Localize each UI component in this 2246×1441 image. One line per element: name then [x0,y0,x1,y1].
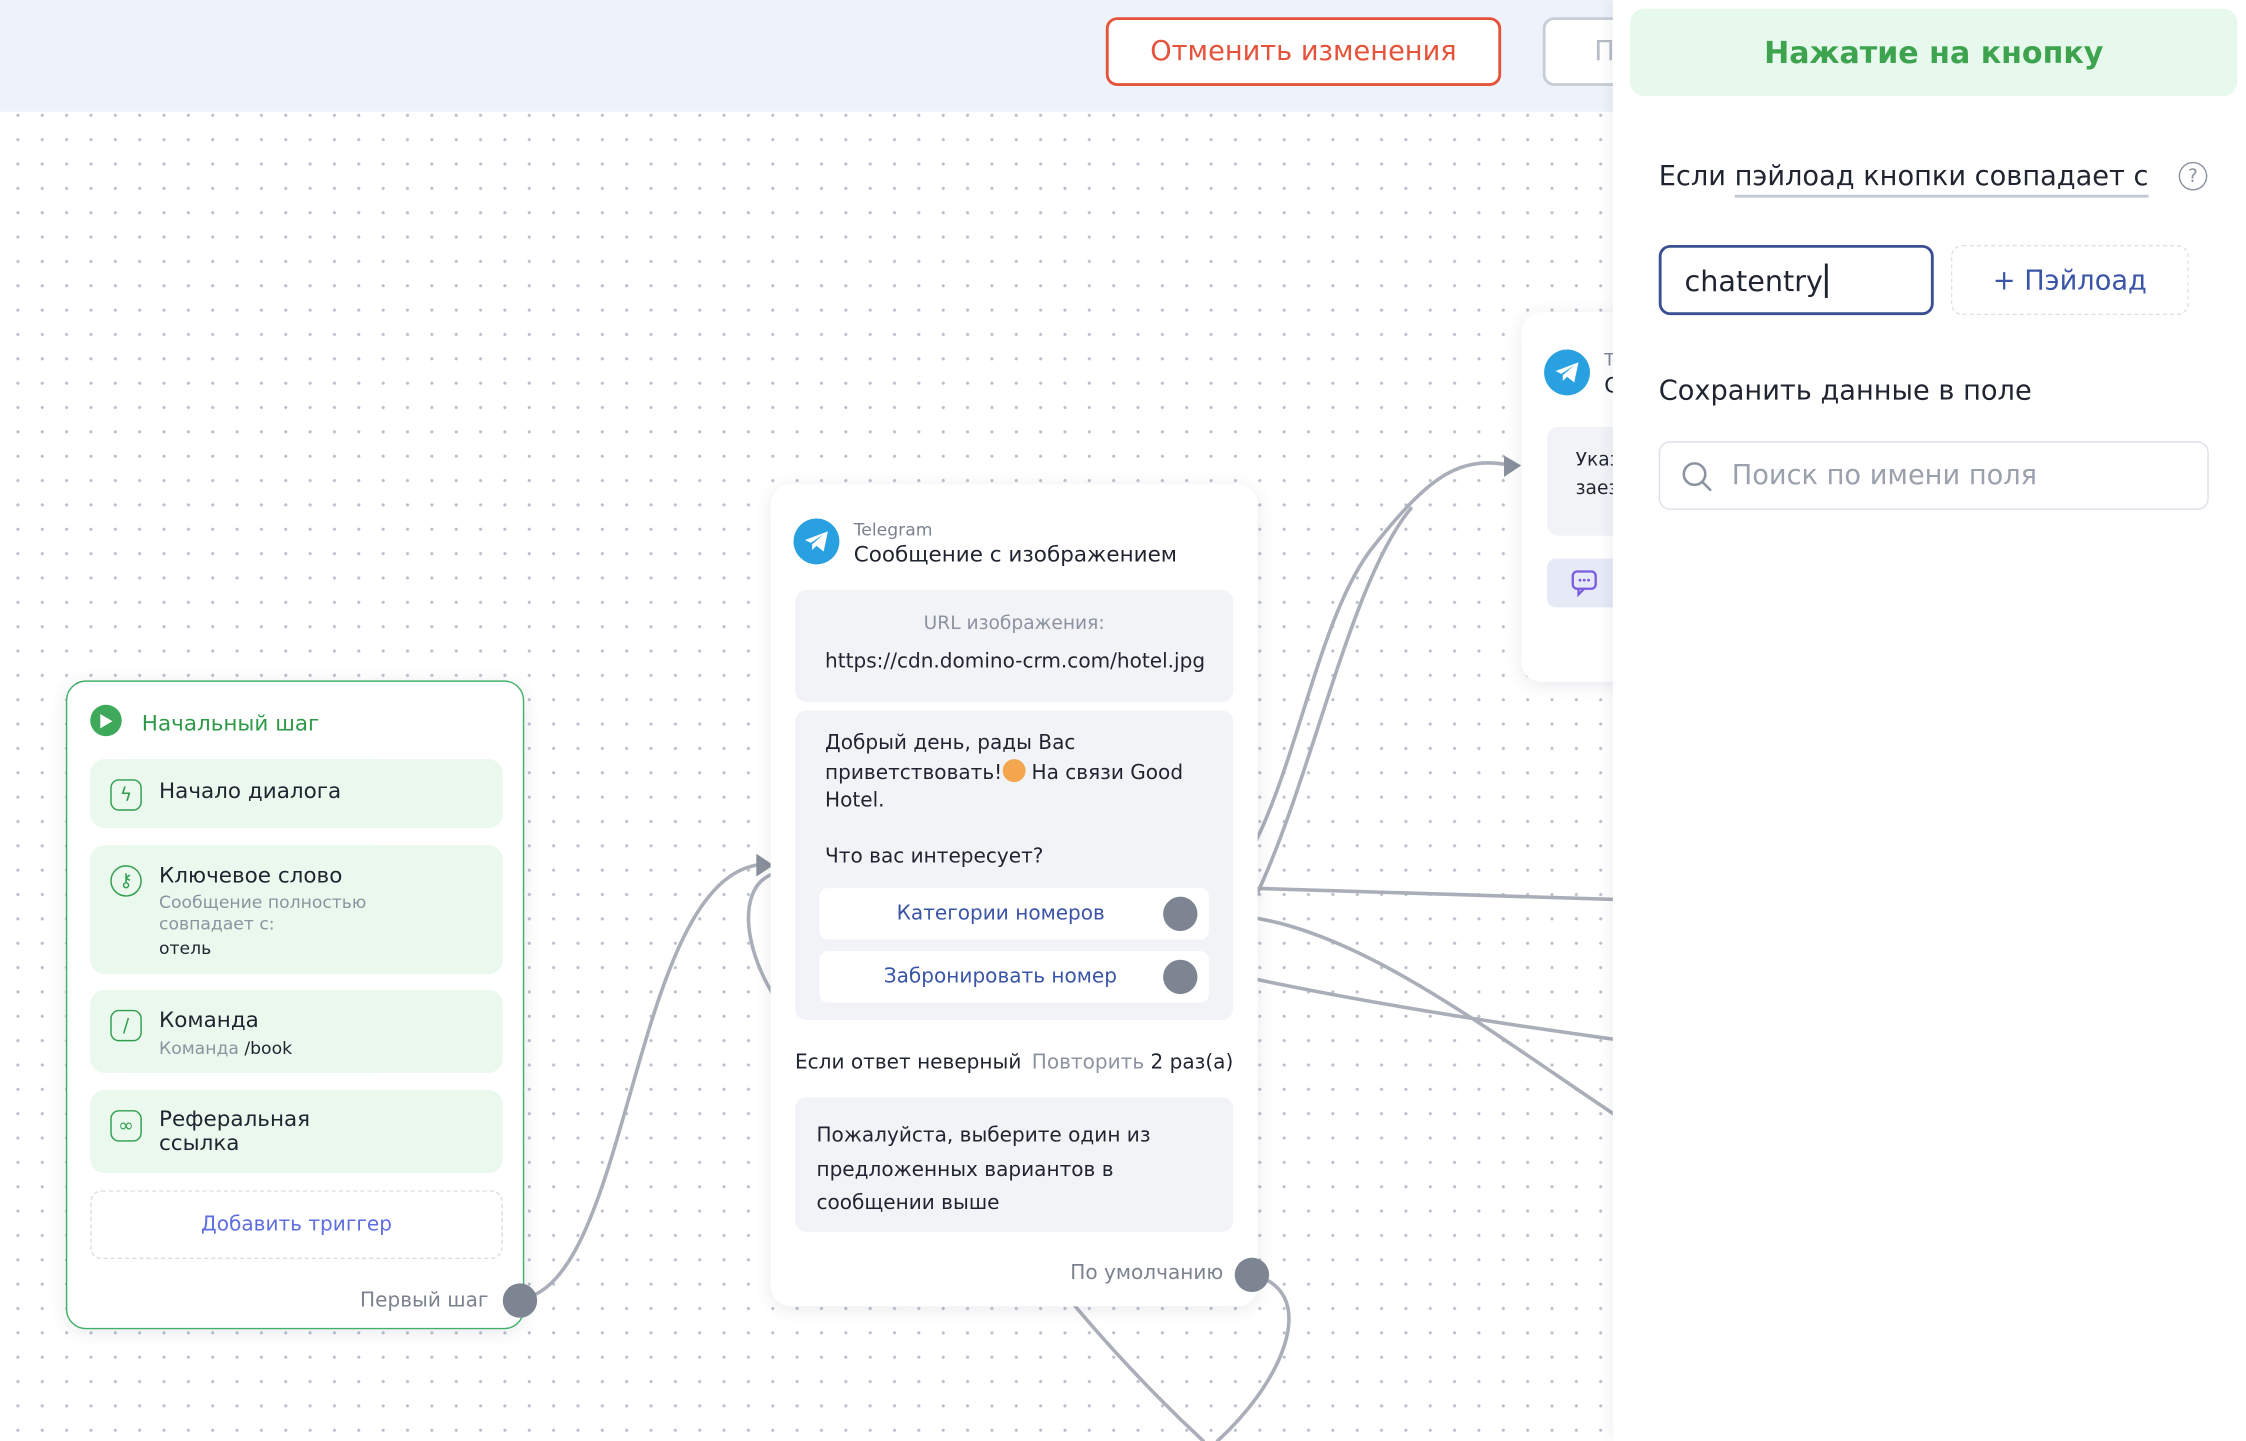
message-text: Добрый день, рады Вас приветствовать! На … [825,731,1212,872]
trigger-value: /book [244,1038,293,1059]
message-text-line1: Добрый день, рады Вас [825,731,1076,755]
message-node[interactable]: Telegram Сообщение с изображением URL из… [770,484,1270,1307]
message-text-line2: заез [1575,478,1619,500]
trigger-title: Команда [158,1006,259,1033]
condition-dropdown[interactable]: пэйлоад кнопки совпадает с [1734,160,2149,198]
telegram-icon [1544,349,1590,396]
message-text-line1: Указ [1575,449,1620,472]
trigger-title: Ключевое слово [158,862,343,889]
trigger-subtitle: Сообщение полностью совпадает с: [158,892,367,934]
text-caret [1824,262,1828,298]
chat-bubble-icon [1571,570,1597,598]
repeat-setting[interactable]: Повторить 2 раз(а) [1032,1051,1234,1074]
quick-reply-label: Забронировать номер [883,965,1118,989]
image-url-block[interactable]: URL изображения: https://cdn.domino-crm.… [794,590,1234,702]
add-trigger-button[interactable]: Добавить триггер [90,1190,503,1260]
search-icon [1682,462,1712,492]
play-icon [90,704,122,737]
arrow-head [756,853,774,877]
payload-value: chatentry [1684,262,1823,298]
cancel-changes-button[interactable]: Отменить изменения [1105,17,1502,86]
add-payload-button[interactable]: + Пэйлоад [1950,244,2189,316]
trigger-subtitle: Команда /book [159,1038,292,1059]
message-text-line3: Hotel. [825,789,885,813]
telegram-icon [793,518,840,565]
start-node-title: Начальный шаг [141,710,320,737]
help-icon[interactable]: ? [2178,161,2208,191]
message-text-line2a: приветствовать! [825,761,1003,785]
payload-input[interactable]: chatentry [1658,244,1934,316]
smile-emoji-icon [1002,758,1026,782]
connection-line-2 [1244,914,1621,1120]
panel-title: Нажатие на кнопку [1630,8,2238,96]
message-text-block[interactable]: Добрый день, рады Вас приветствовать! На … [794,710,1234,1020]
first-step-port[interactable] [502,1283,538,1318]
connection-line-3 [1230,972,1621,1042]
trigger-subtitle-text: Команда [158,1038,239,1059]
trigger-keyword[interactable]: ⚷ Ключевое слово Сообщение полностью сов… [90,845,503,975]
quick-reply-button[interactable]: Забронировать номер [819,951,1209,1003]
trigger-value: отель [158,938,212,959]
node-source: Telegram [853,519,933,541]
first-step-label: Первый шаг [360,1289,489,1313]
link-icon: ∞ [110,1110,142,1142]
lightning-icon: ϟ [110,779,142,811]
trigger-title: Реферальная ссылка [158,1105,311,1156]
quick-reply-label: Категории номеров [896,902,1105,926]
connection-default [1215,1273,1291,1441]
trigger-referral-link[interactable]: ∞ Реферальная ссылка [90,1090,503,1174]
node-source: Т [1604,349,1615,370]
start-node[interactable]: Начальный шаг ϟ Начало диалога ⚷ Ключево… [65,680,538,1330]
arrow-head [1504,455,1522,477]
slash-icon: / [110,1009,142,1042]
connection-first-step [516,863,759,1301]
error-message-block[interactable]: Пожалуйста, выберите один из предложенны… [794,1097,1234,1232]
button-port[interactable] [1163,896,1198,932]
button-port[interactable] [1163,959,1198,995]
node-title: Сообщение с изображением [853,541,1178,568]
trigger-title: Начало диалога [158,777,342,804]
message-text-line2b: На связи Good [1025,761,1184,785]
connection-line-1 [1244,886,1621,902]
image-url-value: https://cdn.domino-crm.com/hotel.jpg [825,650,1206,674]
search-placeholder: Поиск по имени поля [1731,459,2038,492]
default-label: По умолчанию [1070,1261,1224,1285]
repeat-count: 2 раз(а) [1150,1051,1234,1075]
trigger-command[interactable]: / Команда Команда /book [90,989,503,1073]
condition-prefix: Если [1658,160,1735,192]
key-icon: ⚷ [110,865,142,897]
trigger-dialog-start[interactable]: ϟ Начало диалога [90,759,503,828]
save-field-label: Сохранить данные в поле [1658,375,2032,407]
field-search-input[interactable]: Поиск по имени поля [1658,441,2209,510]
condition-label: Если пэйлоад кнопки совпадает с [1658,160,2149,198]
message-text-line4: Что вас интересует? [825,845,1044,869]
error-message-text: Пожалуйста, выберите один из предложенны… [816,1124,1151,1215]
repeat-label: Повторить [1031,1051,1145,1075]
default-port[interactable] [1234,1257,1270,1293]
quick-reply-button[interactable]: Категории номеров [819,888,1209,940]
trigger-settings-panel: Нажатие на кнопку Если пэйлоад кнопки со… [1612,0,2246,1441]
wrong-answer-label: Если ответ неверный [794,1051,1022,1075]
image-url-label: URL изображения: [923,613,1105,635]
